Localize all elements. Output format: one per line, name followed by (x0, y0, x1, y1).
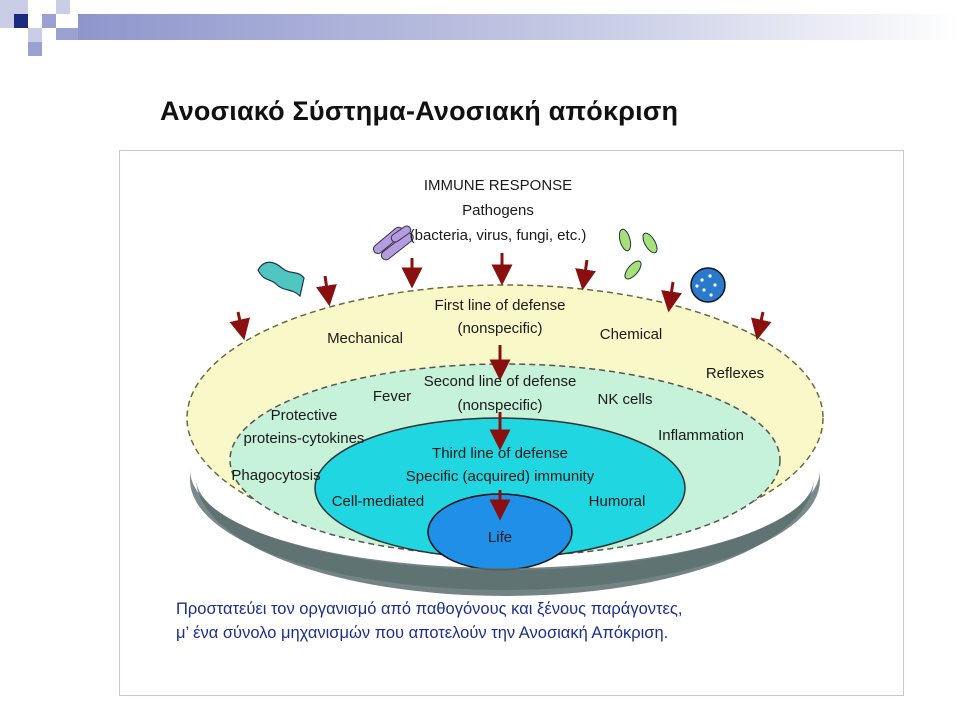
humoral-label: Humoral (589, 493, 646, 510)
life-label: Life (488, 529, 512, 546)
spiral-bacterium-icon (257, 261, 305, 298)
virus-icon (690, 267, 726, 303)
caption-line-1: Προστατεύει τον οργανισμό από παθογόνους… (176, 600, 683, 618)
third-line-note: Specific (acquired) immunity (406, 468, 595, 485)
caption: Προστατεύει τον οργανισμό από παθογόνους… (176, 597, 682, 645)
phagocytosis-label: Phagocytosis (231, 467, 320, 484)
first-line-label: First line of defense (435, 297, 566, 314)
slide-title: Ανοσιακό Σύστημα-Ανοσιακή απόκριση (160, 96, 679, 126)
mechanical-label: Mechanical (327, 330, 403, 347)
first-line-note: (nonspecific) (457, 320, 542, 337)
second-line-note: (nonspecific) (457, 397, 542, 414)
second-line-label: Second line of defense (424, 373, 577, 390)
corner-decoration (0, 0, 960, 56)
pathogens-detail: (bacteria, virus, fungi, etc.) (410, 227, 587, 244)
protective-proteins-label-2: proteins-cytokines (244, 430, 365, 447)
immune-response-header: IMMUNE RESPONSE (424, 177, 572, 194)
attack-arrows (229, 253, 772, 521)
reflexes-label: Reflexes (706, 365, 764, 382)
fungi-icon (618, 228, 658, 280)
inflammation-label: Inflammation (658, 427, 744, 444)
diagram-frame (119, 150, 904, 696)
fever-label: Fever (373, 388, 411, 405)
protective-proteins-label-1: Protective (271, 407, 338, 424)
base-band (196, 478, 814, 596)
third-line-label: Third line of defense (432, 445, 568, 462)
caption-line-2: μ’ ένα σύνολο μηχανισμών που αποτελούν τ… (176, 624, 669, 642)
cell-mediated-label: Cell-mediated (332, 493, 425, 510)
chemical-label: Chemical (600, 326, 663, 343)
nk-cells-label: NK cells (597, 391, 652, 408)
bacteria-icon (372, 225, 414, 261)
pathogens-label: Pathogens (462, 202, 534, 219)
